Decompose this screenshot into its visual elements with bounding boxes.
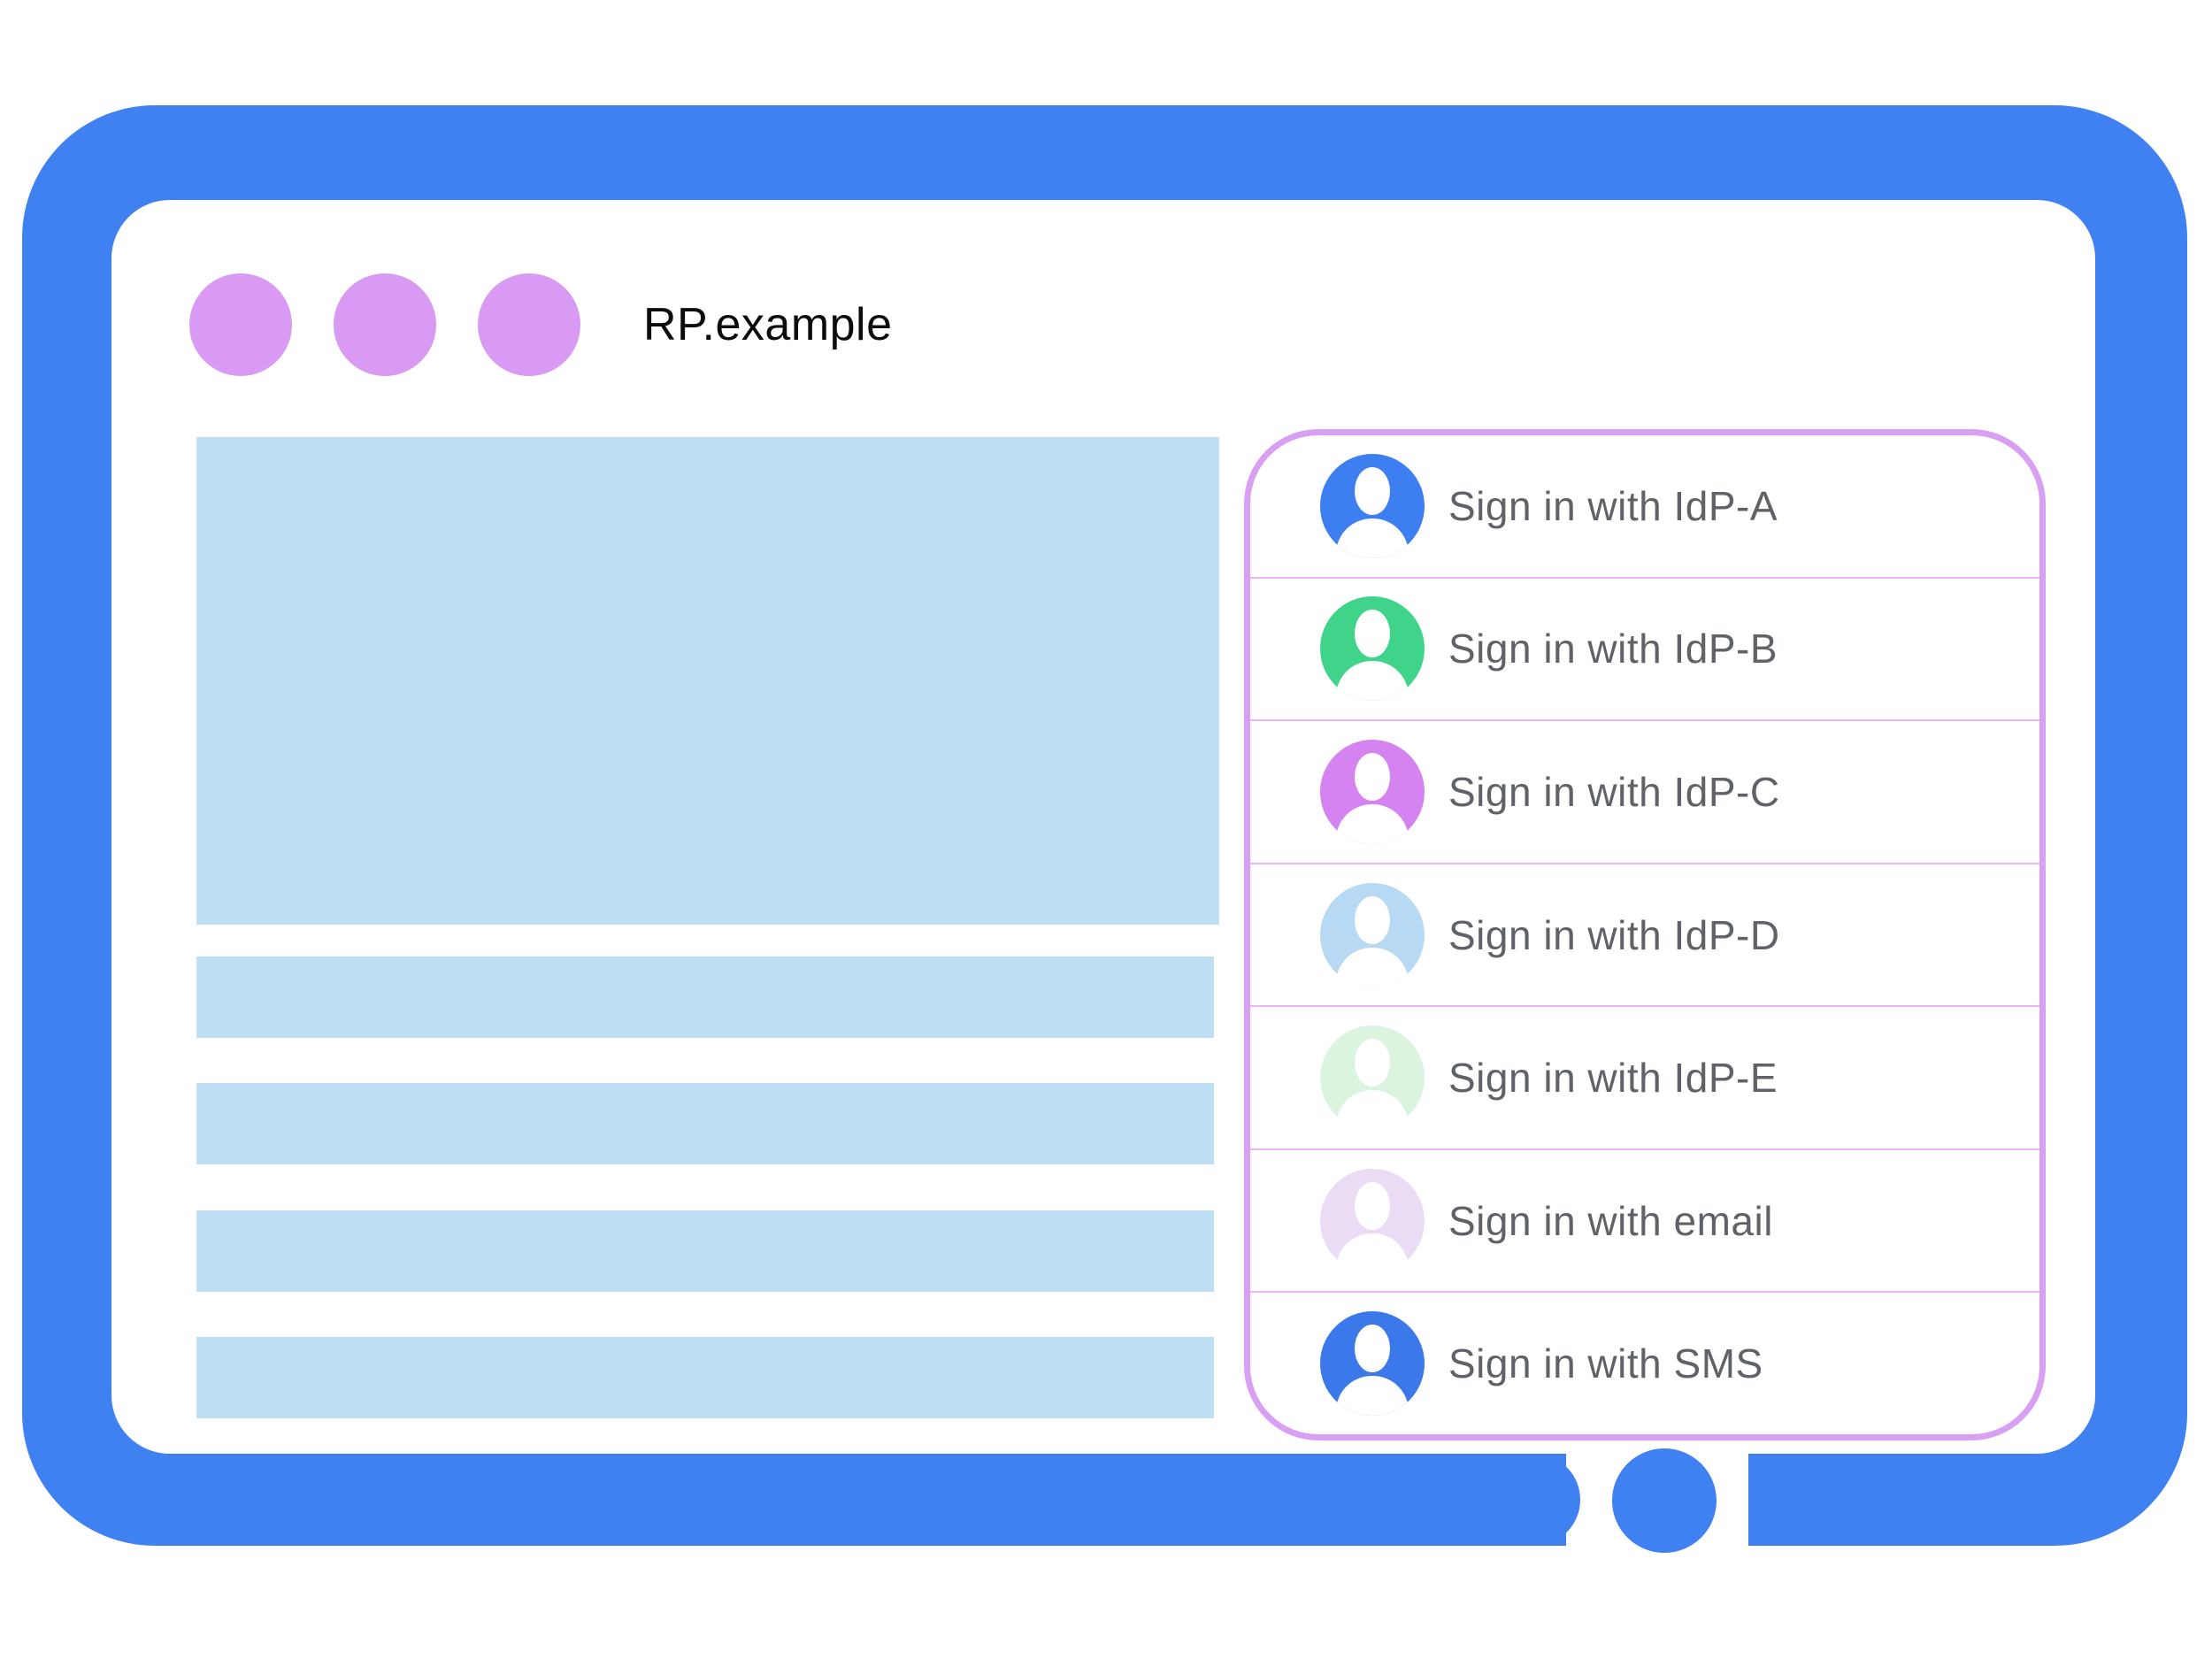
user-avatar-icon [1320, 596, 1425, 702]
user-avatar-icon [1320, 882, 1425, 987]
text-line-placeholder [196, 956, 1214, 1038]
rp-site-title: RP.example [643, 299, 893, 350]
avatar-torso-shape [1336, 803, 1409, 844]
user-avatar-icon [1320, 1311, 1425, 1417]
text-line-placeholder [196, 1083, 1214, 1164]
signin-option-idp-c[interactable]: Sign in with IdP-C [1250, 719, 2039, 863]
user-avatar-icon [1320, 739, 1425, 844]
signin-option-idp-e[interactable]: Sign in with IdP-E [1250, 1005, 2039, 1148]
signin-option-label: Sign in with IdP-C [1448, 768, 1780, 815]
user-avatar-icon [1320, 1025, 1425, 1131]
user-avatar-icon [1320, 453, 1425, 558]
signin-option-label: Sign in with IdP-E [1448, 1055, 1778, 1102]
avatar-head-shape [1355, 466, 1390, 515]
user-avatar-icon [1320, 1168, 1425, 1273]
avatar-torso-shape [1336, 1090, 1409, 1131]
signin-option-label: Sign in with email [1448, 1197, 1773, 1244]
signin-option-sms[interactable]: Sign in with SMS [1250, 1291, 2039, 1434]
signin-option-label: Sign in with SMS [1448, 1340, 1763, 1387]
avatar-head-shape [1355, 895, 1390, 944]
avatar-head-shape [1355, 610, 1390, 658]
avatar-torso-shape [1336, 661, 1409, 702]
frame-bottom-left-cap [1495, 1454, 1580, 1546]
signin-option-idp-b[interactable]: Sign in with IdP-B [1250, 576, 2039, 720]
signin-option-label: Sign in with IdP-D [1448, 911, 1780, 958]
avatar-torso-shape [1336, 1376, 1409, 1417]
signin-option-idp-d[interactable]: Sign in with IdP-D [1250, 862, 2039, 1006]
signin-option-label: Sign in with IdP-A [1448, 482, 1778, 529]
avatar-head-shape [1355, 752, 1390, 801]
window-control-dot [334, 273, 436, 376]
text-line-placeholder [196, 1210, 1214, 1292]
avatar-head-shape [1355, 1325, 1390, 1373]
frame-bottom-right-cap [1748, 1454, 1833, 1546]
avatar-torso-shape [1336, 1233, 1409, 1273]
signin-option-label: Sign in with IdP-B [1448, 626, 1778, 672]
hero-content-placeholder [196, 437, 1219, 925]
window-control-dot [189, 273, 292, 376]
signin-option-idp-a[interactable]: Sign in with IdP-A [1250, 435, 2039, 577]
avatar-head-shape [1355, 1039, 1390, 1087]
signin-option-email[interactable]: Sign in with email [1250, 1148, 2039, 1292]
window-control-dot [478, 273, 580, 376]
avatar-head-shape [1355, 1181, 1390, 1230]
account-chooser-panel: Sign in with IdP-A Sign in with IdP-B Si… [1244, 429, 2046, 1440]
home-button[interactable] [1612, 1448, 1717, 1553]
text-line-placeholder [196, 1337, 1214, 1418]
avatar-torso-shape [1336, 518, 1409, 558]
avatar-torso-shape [1336, 947, 1409, 987]
